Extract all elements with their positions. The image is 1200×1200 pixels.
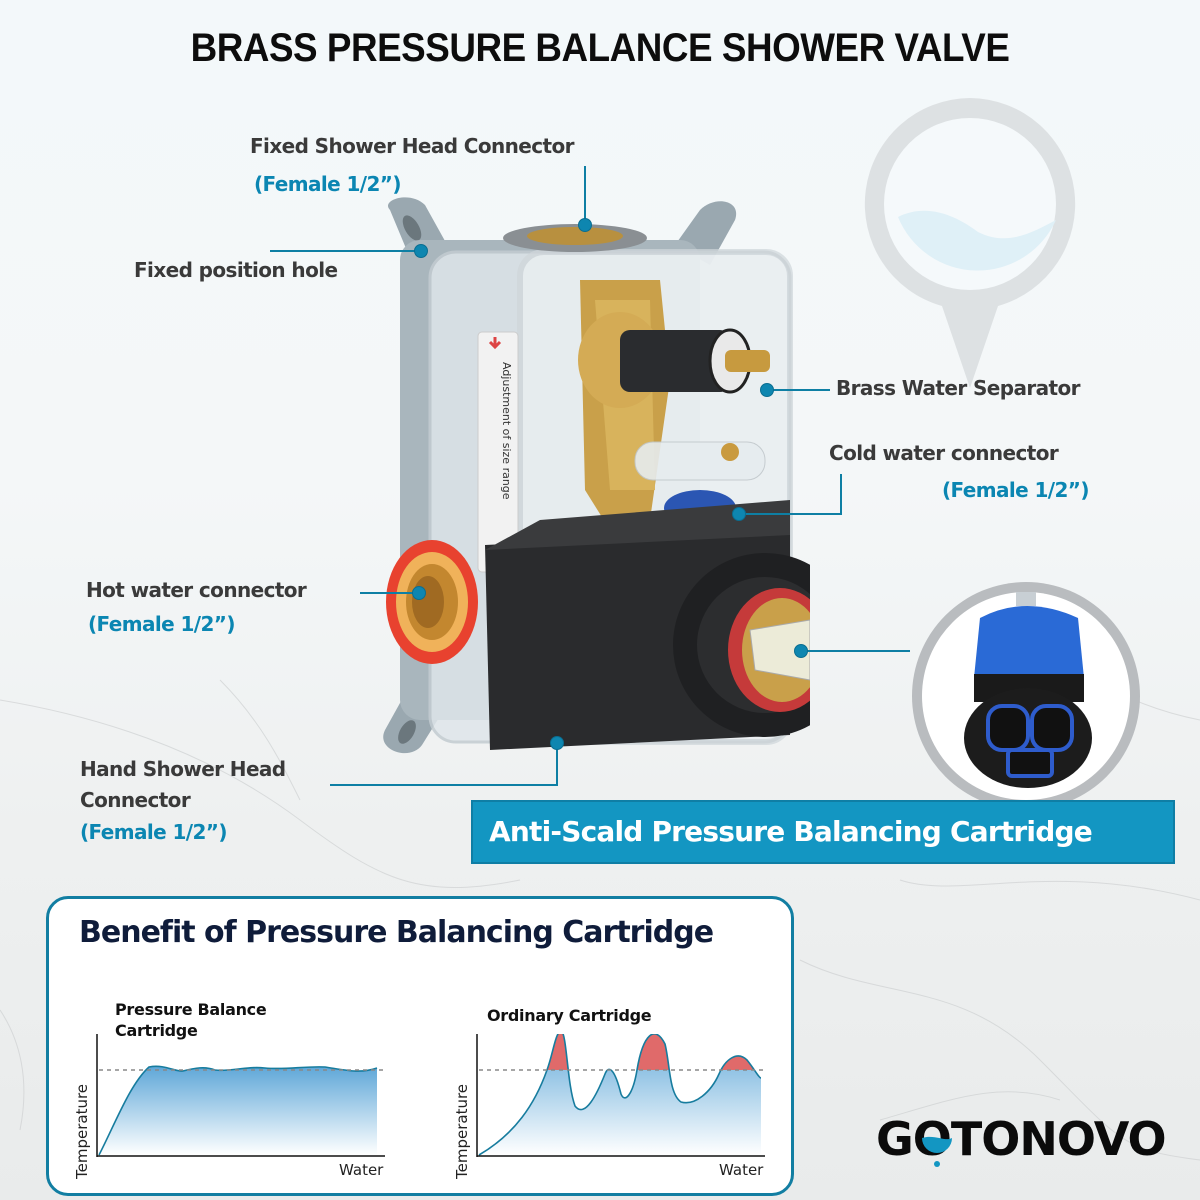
leader-separator (766, 389, 830, 391)
svg-text:Adjustment of size range: Adjustment of size range (500, 362, 513, 500)
label-hot-water: Hot water connector (86, 578, 307, 602)
chart2-title: Ordinary Cartridge (487, 1006, 652, 1025)
leader-cartridge (800, 650, 910, 652)
water-drop-pin-icon (864, 98, 1076, 388)
dot-hot-water (412, 586, 426, 600)
dot-cartridge (794, 644, 808, 658)
dot-fixed-shower (578, 218, 592, 232)
leader-cold-water-h (740, 513, 842, 515)
chart2-xlabel: Water (719, 1161, 764, 1179)
leader-fixed-shower (584, 166, 586, 224)
dot-cold-water (732, 507, 746, 521)
chart1-ylabel: Temperature (73, 1083, 91, 1179)
benefit-title: Benefit of Pressure Balancing Cartridge (79, 915, 714, 950)
spec-fixed-shower-head: (Female 1/2”) (254, 172, 402, 196)
label-fixed-shower-head: Fixed Shower Head Connector (250, 134, 574, 158)
label-brass-water-separator: Brass Water Separator (836, 376, 1080, 400)
cartridge-banner: Anti-Scald Pressure Balancing Cartridge (471, 800, 1175, 864)
spec-hand-shower: (Female 1/2”) (80, 820, 228, 844)
spec-cold-water: (Female 1/2”) (942, 478, 1090, 502)
cartridge-closeup-image (912, 582, 1140, 810)
label-hand-shower-line1: Hand Shower Head (80, 757, 286, 781)
logo-water-drop-icon (922, 1136, 952, 1167)
dot-position-hole (414, 244, 428, 258)
label-fixed-position-hole: Fixed position hole (134, 258, 338, 282)
chart2-ylabel: Temperature (453, 1083, 471, 1179)
chart1-title: Pressure Balance Cartridge (115, 1000, 267, 1040)
chart1-xlabel: Water (339, 1161, 384, 1179)
spec-hot-water: (Female 1/2”) (88, 612, 236, 636)
dot-separator (760, 383, 774, 397)
dot-hand-shower (550, 736, 564, 750)
leader-hand-shower-v (556, 742, 558, 786)
chart2-ordinary (476, 1034, 765, 1157)
label-cold-water: Cold water connector (829, 441, 1059, 465)
label-hand-shower-line2: Connector (80, 788, 191, 812)
leader-position-hole (270, 250, 420, 252)
leader-hot-water (360, 592, 420, 594)
valve-product-image: Adjustment of size range (383, 197, 810, 754)
chart1-pressure-balance (96, 1034, 385, 1157)
leader-cold-water (840, 474, 842, 514)
leader-hand-shower (330, 784, 556, 786)
page-title: BRASS PRESSURE BALANCE SHOWER VALVE (190, 26, 1010, 70)
benefit-panel: Benefit of Pressure Balancing Cartridge … (46, 896, 794, 1196)
